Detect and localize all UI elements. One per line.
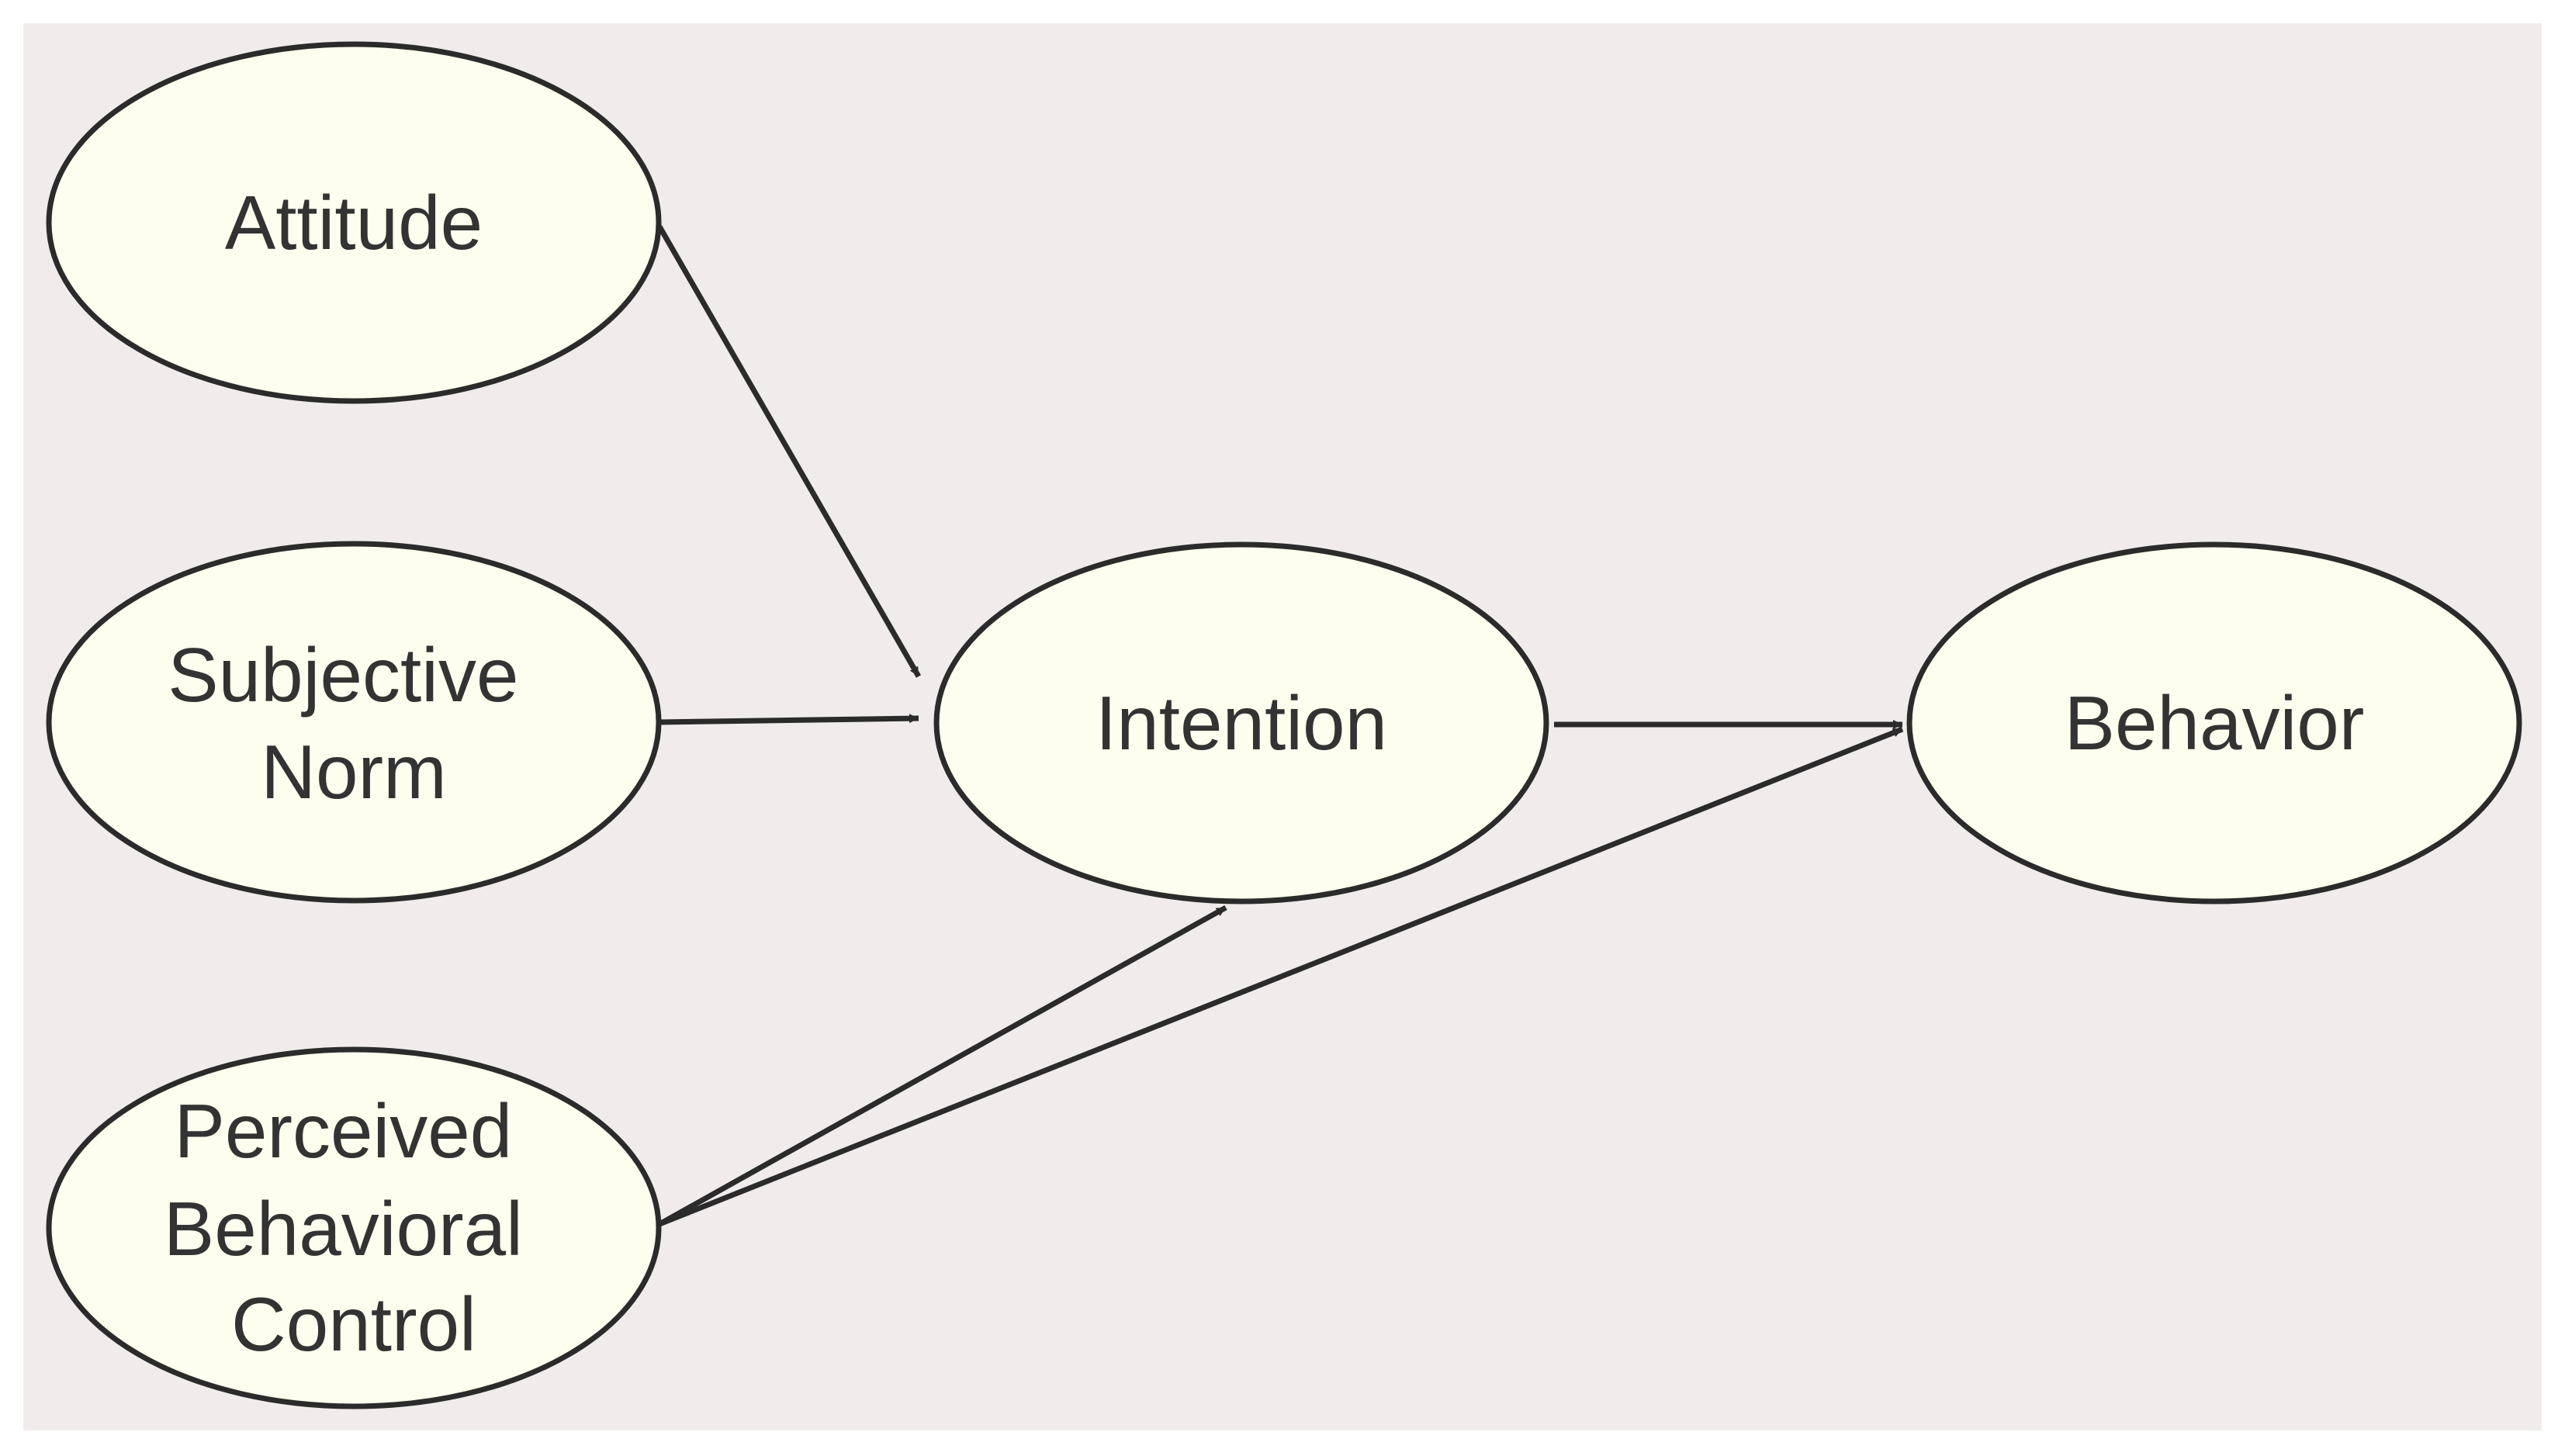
node-attitude-label-line: Attitude (225, 180, 483, 265)
edge-pbc-to-intention (658, 904, 1227, 1227)
node-pbc-label: Perceived Behavioral Control (164, 1088, 544, 1367)
node-subjective-norm-label-line: Norm (261, 729, 447, 814)
node-subjective-norm: Subjective Norm (46, 541, 662, 904)
edges (656, 225, 1904, 1227)
node-behavior: Behavior (1906, 541, 2522, 904)
node-subjective-norm-label-line: Subjective (168, 632, 518, 718)
node-perceived-behavioral-control: Perceived Behavioral Control (46, 1046, 662, 1409)
node-pbc-label-line: Behavioral (164, 1186, 523, 1271)
node-pbc-label-line: Perceived (174, 1088, 512, 1174)
node-behavior-label-line: Behavior (2065, 680, 2365, 766)
node-subjective-norm-label: Subjective Norm (168, 632, 539, 814)
edge-pbc-to-behavior (658, 726, 1904, 1227)
node-intention-label-line: Intention (1096, 680, 1387, 766)
node-behavior-label: Behavior (2065, 680, 2365, 766)
node-attitude-label: Attitude (225, 180, 483, 265)
node-subjective-norm-shape (46, 541, 662, 904)
node-pbc-label-line: Control (231, 1281, 476, 1367)
node-pbc-shape (46, 1046, 662, 1409)
node-attitude: Attitude (46, 41, 662, 404)
edge-attitude-to-intention (656, 225, 922, 678)
nodes: Attitude Subjective Norm Perceived Behav… (46, 41, 2522, 1409)
node-intention: Intention (933, 541, 1549, 904)
node-attitude-shape (46, 41, 662, 404)
node-intention-shape (933, 541, 1549, 904)
edge-subjective-norm-to-intention (659, 714, 919, 725)
node-intention-label: Intention (1096, 680, 1387, 766)
node-behavior-shape (1906, 541, 2522, 904)
